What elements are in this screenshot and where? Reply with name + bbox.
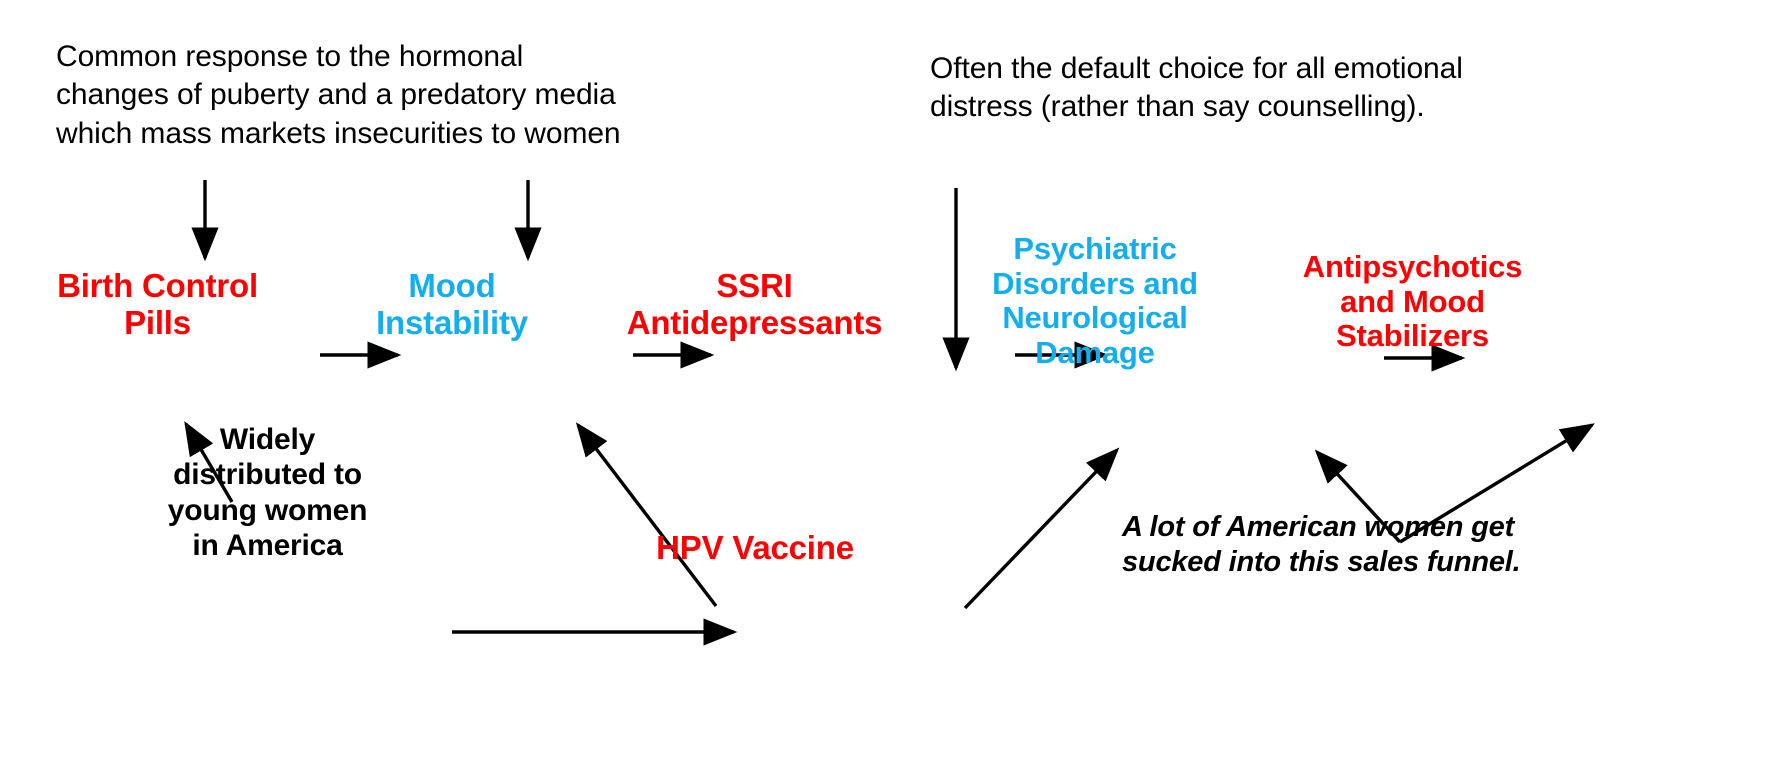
annotation-widely-distributed-note: Widely distributed to young women in Ame… [167,423,368,563]
node-psychiatric-disorders[interactable]: Psychiatric Disorders and Neurological D… [992,231,1198,371]
annotation-puberty-note: Common response to the hormonal changes … [56,40,621,150]
node-mood-instability[interactable]: Mood Instability [376,267,528,341]
node-hpv-vaccine[interactable]: HPV Vaccine [656,529,854,566]
node-ssri-antidepressants[interactable]: SSRI Antidepressants [626,267,883,341]
edge-hpv-to-mood [575,422,718,608]
node-antipsychotics-and-mood-stabilizers[interactable]: Antipsychotics and Mood Stabilizers [1302,249,1523,354]
node-birth-control-pills[interactable]: Birth Control Pills [57,267,258,341]
annotation-sales-funnel-note: A lot of American women get sucked into … [1122,511,1521,578]
annotation-default-choice-note: Often the default choice for all emotion… [930,52,1463,124]
edge-hpv-to-psychiatric [963,447,1120,610]
